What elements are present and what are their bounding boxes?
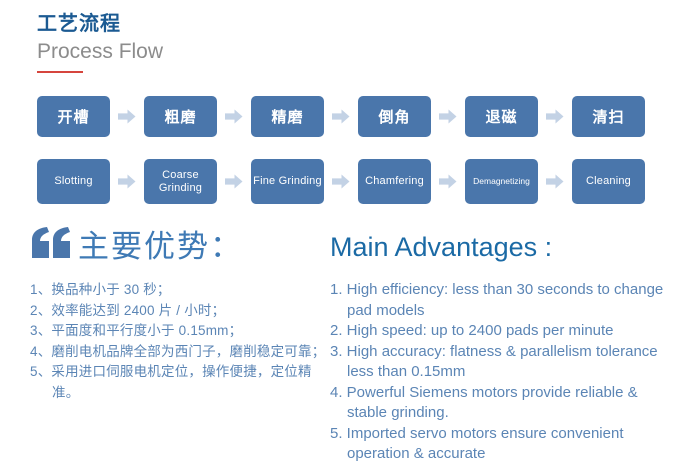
list-item: 3、平面度和平行度小于 0.15mm；: [30, 323, 243, 338]
list-item: 5、采用进口伺服电机定位，操作便捷，定位精准。: [30, 364, 312, 400]
advantages-section-en: Main Advantages : 1. High efficiency: le…: [330, 222, 675, 465]
list-item: 2. High speed: up to 2400 pads per minut…: [330, 322, 614, 339]
list-item: 1、换品种小于 30 秒；: [30, 282, 171, 297]
flow-step-cn-2: 粗磨: [144, 96, 217, 137]
arrow-right-icon: [217, 159, 251, 204]
arrow-right-icon: [431, 96, 465, 137]
process-flow-row-en: Slotting Coarse Grinding Fine Grinding C…: [37, 159, 645, 204]
title-underline-rule: [37, 71, 83, 73]
list-item: 2、效率能达到 2400 片 / 小时；: [30, 302, 226, 318]
list-item: 4. Powerful Siemens motors provide relia…: [330, 383, 638, 422]
advantages-heading-cn: 主要优势：: [30, 222, 330, 272]
flow-step-en-4: Chamfering: [358, 159, 431, 204]
flow-step-cn-4: 倒角: [358, 96, 431, 137]
arrow-right-icon: [110, 159, 144, 204]
list-item: 5. Imported servo motors ensure convenie…: [330, 424, 624, 463]
advantages-list-en: 1. High efficiency: less than 30 seconds…: [330, 280, 675, 465]
flow-step-en-2: Coarse Grinding: [144, 159, 217, 204]
process-flow-diagram: 开槽 粗磨 精磨 倒角 退磁 清扫 Slotting Coarse Grindi…: [37, 96, 645, 204]
advantages-title-en: Main Advantages :: [330, 232, 553, 262]
arrow-right-icon: [324, 96, 358, 137]
flow-step-en-1: Slotting: [37, 159, 110, 204]
quote-mark-icon: [30, 226, 72, 264]
flow-step-cn-5: 退磁: [465, 96, 538, 137]
flow-step-cn-6: 清扫: [572, 96, 645, 137]
advantages-title-cn: 主要优势：: [78, 229, 243, 264]
arrow-right-icon: [110, 96, 144, 137]
flow-step-en-3: Fine Grinding: [251, 159, 324, 204]
list-item: 4、磨削电机品牌全部为西门子，磨削稳定可靠；: [30, 343, 326, 359]
arrow-right-icon: [431, 159, 465, 204]
page-header: 工艺流程 Process Flow: [37, 12, 163, 73]
page-title-cn: 工艺流程: [37, 13, 121, 35]
advantages-list-cn: 1、换品种小于 30 秒； 2、效率能达到 2400 片 / 小时； 3、平面度…: [30, 280, 330, 403]
arrow-right-icon: [217, 96, 251, 137]
page-title-en: Process Flow: [37, 40, 164, 63]
arrow-right-icon: [538, 96, 572, 137]
arrow-right-icon: [538, 159, 572, 204]
flow-step-en-5: Demagnetizing: [465, 159, 538, 204]
list-item: 1. High efficiency: less than 30 seconds…: [330, 281, 664, 319]
list-item: 3. High accuracy: flatness & parallelism…: [330, 342, 658, 381]
arrow-right-icon: [324, 159, 358, 204]
flow-step-cn-3: 精磨: [251, 96, 324, 137]
advantages-section-cn: 主要优势： 1、换品种小于 30 秒； 2、效率能达到 2400 片 / 小时；…: [30, 222, 330, 403]
process-flow-row-cn: 开槽 粗磨 精磨 倒角 退磁 清扫: [37, 96, 645, 137]
flow-step-cn-1: 开槽: [37, 96, 110, 137]
flow-step-en-6: Cleaning: [572, 159, 645, 204]
